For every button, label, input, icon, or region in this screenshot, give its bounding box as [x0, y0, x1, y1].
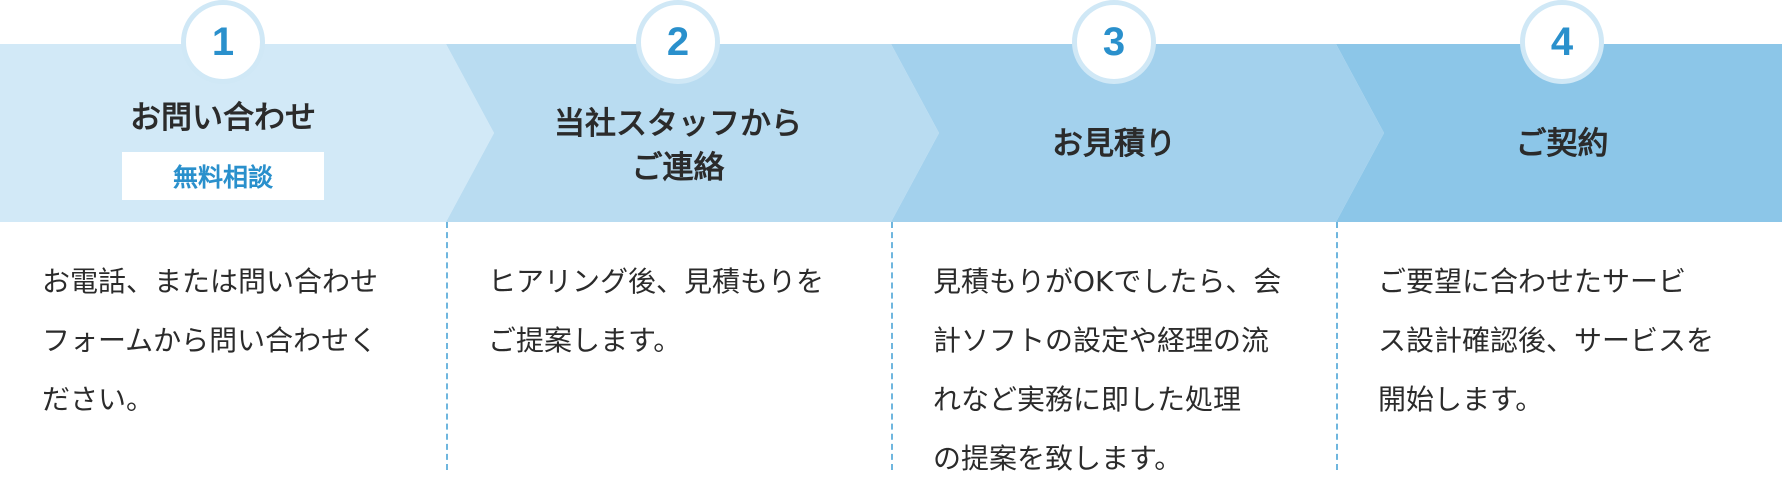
step-1-number: 1 — [181, 0, 265, 84]
step-3-chevron — [891, 44, 1384, 222]
column-separator — [1336, 222, 1338, 470]
step-4-chevron — [1336, 44, 1782, 222]
step-3-description: 見積もりがOKでしたら、会 計ソフトの設定や経理の流 れなど実務に即した処理 の… — [933, 265, 1282, 475]
step-3-title: お見積り — [1052, 126, 1176, 162]
step-2-number: 2 — [636, 0, 720, 84]
step-4-number: 4 — [1520, 0, 1604, 84]
step-2-chevron — [446, 44, 939, 222]
step-4-description: ご要望に合わせたサービ ス設計確認後、サービスを 開始します。 — [1378, 265, 1715, 416]
column-separator — [891, 222, 893, 470]
step-3-number: 3 — [1072, 0, 1156, 84]
step-2-description: ヒアリング後、見積もりを ご提案します。 — [488, 265, 825, 357]
step-2-title: 当社スタッフから ご連絡 — [554, 106, 802, 186]
step-1-description: お電話、または問い合わせ フォームから問い合わせく ださい。 — [42, 265, 379, 416]
step-1-title: お問い合わせ — [130, 100, 316, 136]
column-separator — [446, 222, 448, 470]
step-4-title: ご契約 — [1515, 126, 1609, 162]
step-1-free-consultation-badge: 無料相談 — [122, 152, 324, 200]
service-flow: 1 お問い合わせ 無料相談 お電話、または問い合わせ フォームから問い合わせく … — [0, 0, 1782, 475]
